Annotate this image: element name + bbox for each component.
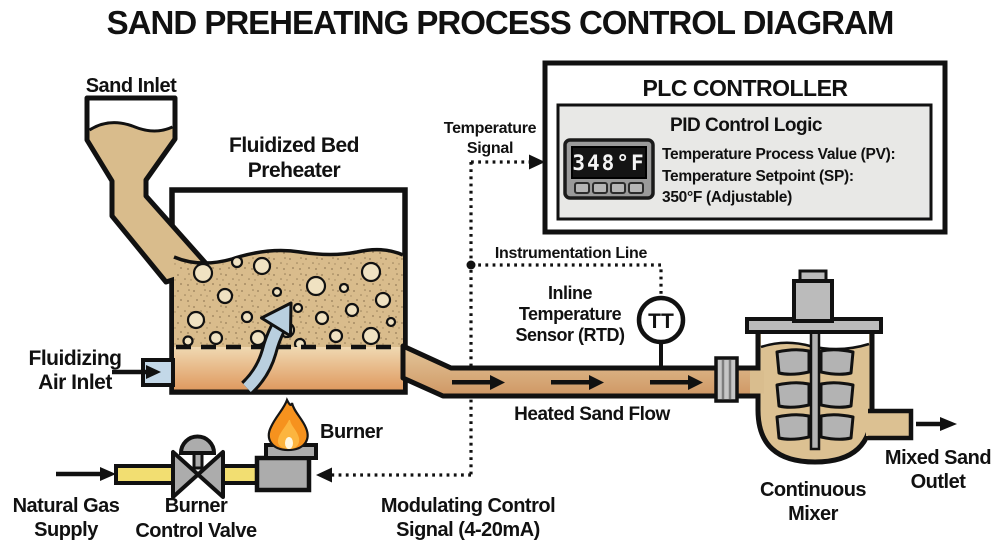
flow-arrow — [452, 375, 505, 390]
temperature-signal-label-line1: Temperature — [444, 120, 537, 137]
instrumentation-line-path — [471, 263, 663, 299]
mixer-label-line2: Mixer — [788, 503, 838, 525]
diagram-title: SAND PREHEATING PROCESS CONTROL DIAGRAM — [107, 4, 894, 41]
mixer-shaft — [809, 330, 821, 451]
hopper-sand-surface — [88, 121, 174, 133]
pid-logic-title: PID Control Logic — [670, 115, 823, 136]
fluidization-bubbles — [182, 255, 397, 351]
outlet-arrow — [916, 417, 957, 431]
sensor-label-line1: Inline — [548, 283, 592, 303]
air-arrow — [112, 365, 161, 379]
air-inlet-label-line2: Air Inlet — [38, 371, 112, 394]
sensor-label-line3: Sensor (RTD) — [515, 325, 625, 345]
sand-bed — [173, 247, 404, 395]
display-value: 348°F — [572, 151, 645, 175]
heated-sand-flow-label: Heated Sand Flow — [514, 404, 670, 425]
hopper-air-gap — [89, 100, 173, 131]
temperature-signal-arrowhead — [529, 154, 545, 170]
heated-sand-pipe — [400, 343, 765, 399]
sp-value: 350°F (Adjustable) — [662, 189, 792, 206]
gas-supply-label-line2: Supply — [34, 519, 99, 541]
mixer-label-line1: Continuous — [760, 479, 866, 501]
temperature-display — [563, 138, 655, 200]
fluidization-arrow — [241, 301, 293, 395]
signal-junction-dot — [466, 260, 476, 270]
mixer-inlet-patch — [750, 370, 764, 394]
burner-control-valve — [171, 434, 225, 499]
mixed-sand-label-line1: Mixed Sand — [885, 447, 991, 469]
flow-arrows — [452, 375, 703, 390]
flow-arrow — [650, 375, 703, 390]
pv-label: Temperature Process Value (PV): — [662, 146, 895, 163]
pipe-flange — [714, 356, 739, 403]
mixer-paddles — [775, 348, 855, 441]
air-inlet-label-line1: Fluidizing — [29, 347, 122, 370]
modulating-signal-arrowhead — [316, 467, 332, 483]
modulating-label-line2: Signal (4-20mA) — [396, 519, 540, 541]
signal-lines — [332, 160, 663, 477]
mixer-motor — [792, 269, 834, 323]
instrumentation-line-label: Instrumentation Line — [495, 245, 648, 262]
tt-tag: TT — [648, 310, 674, 333]
sp-label: Temperature Setpoint (SP): — [662, 168, 854, 185]
valve-label-line1: Burner — [165, 495, 228, 517]
air-plenum — [174, 347, 403, 390]
tt-sensor — [636, 295, 686, 369]
flow-arrow — [551, 375, 604, 390]
burner-label: Burner — [320, 421, 383, 443]
sand-inlet-label: Sand Inlet — [86, 75, 177, 97]
preheater-label-line2: Preheater — [248, 159, 341, 182]
mixer-outlet-pipe — [866, 408, 914, 441]
plc-title: PLC CONTROLLER — [642, 75, 848, 101]
gas-arrow — [56, 467, 116, 481]
burner-body — [254, 443, 318, 493]
gas-supply-label-line1: Natural Gas — [13, 495, 120, 517]
plc-panel — [542, 60, 948, 235]
valve-label-line2: Control Valve — [135, 520, 257, 542]
burner-flame — [267, 397, 309, 452]
mixer-vessel — [745, 269, 957, 465]
mixed-sand-label-line2: Outlet — [911, 471, 967, 493]
preheater-label-line1: Fluidized Bed — [229, 134, 359, 157]
sensor-label-line2: Temperature — [519, 304, 622, 324]
modulating-label-line1: Modulating Control — [381, 495, 555, 517]
temperature-signal-label-line2: Signal — [467, 140, 513, 157]
